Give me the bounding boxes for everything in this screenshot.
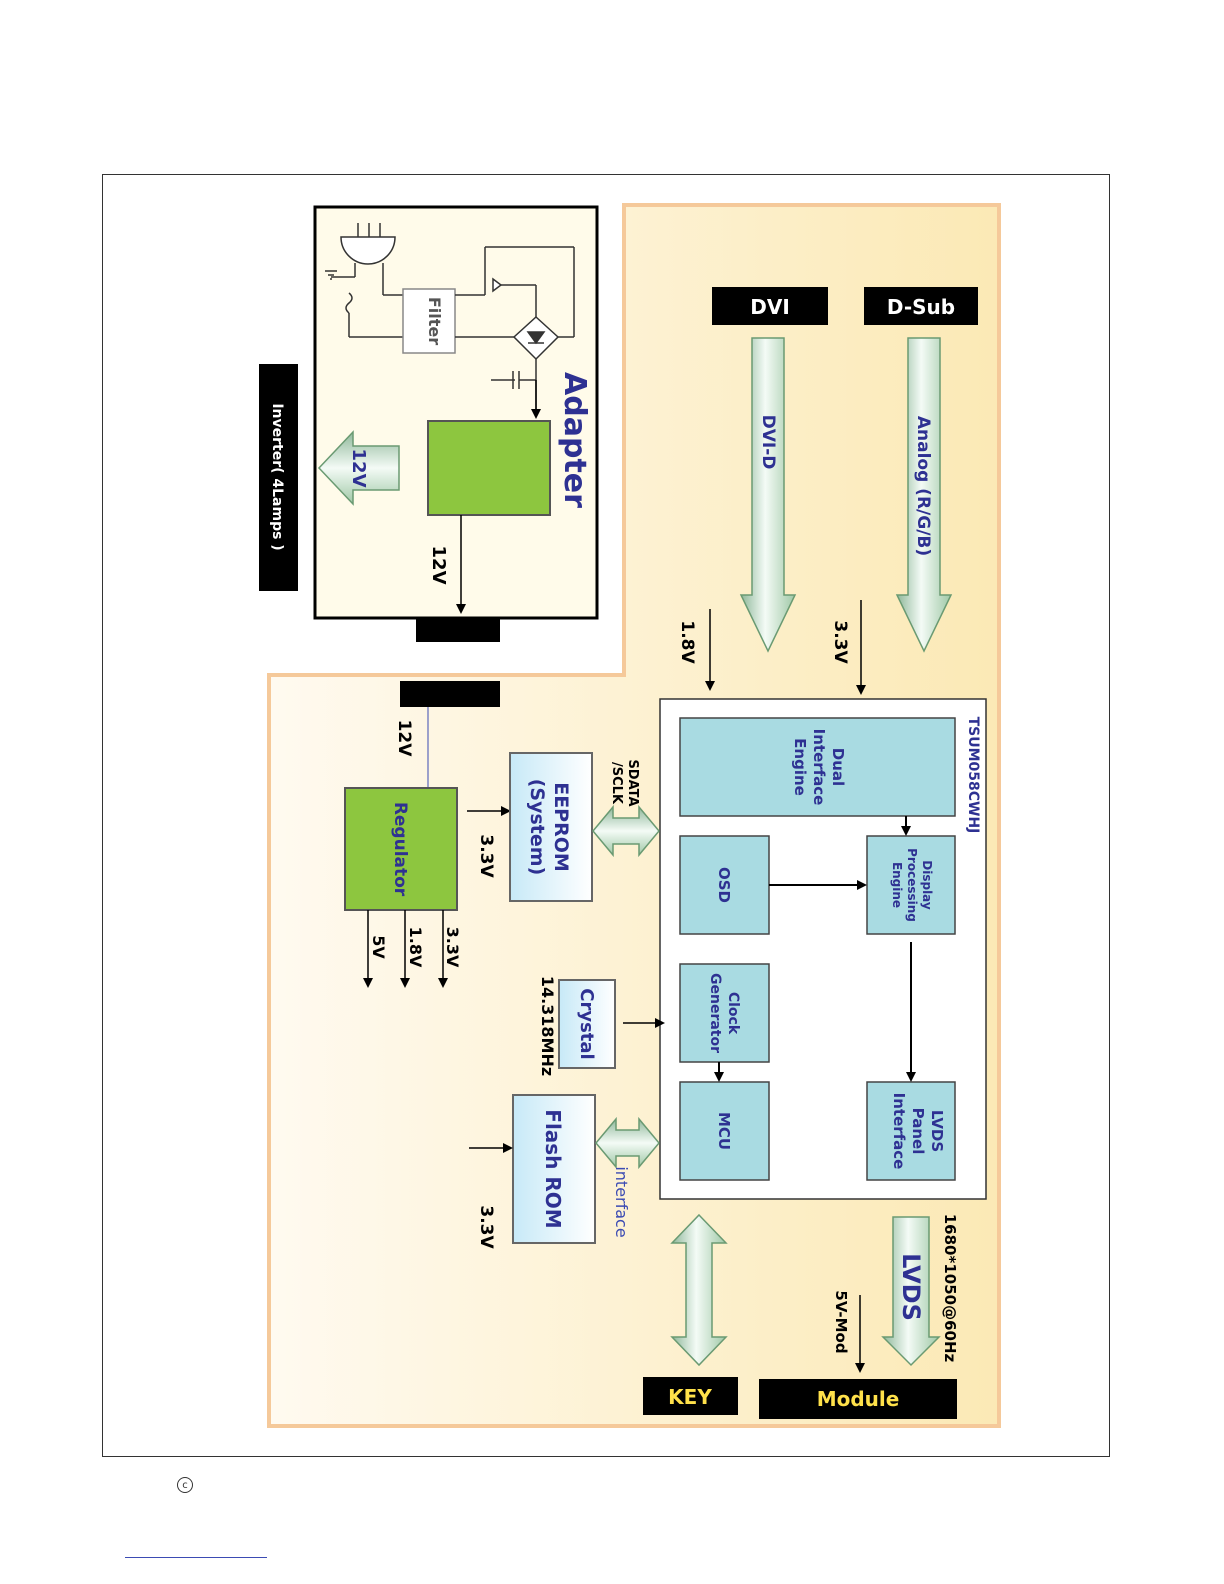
crystal-block: [558, 979, 616, 1069]
filter-label: Filter: [425, 297, 444, 345]
lvds-line-3: Interface: [890, 1093, 908, 1170]
module-box: [759, 1379, 957, 1419]
v18-top-label: 1.8V: [677, 620, 697, 664]
key-label: KEY: [668, 1385, 712, 1409]
inverter-12v-arrow: [317, 430, 400, 506]
key-box: [643, 1377, 738, 1415]
lvds-line-1: LVDS: [928, 1110, 946, 1152]
osd-label: OSD: [715, 867, 733, 903]
clock-generator: [679, 963, 770, 1063]
crystal-freq-label: 14.318MHz: [538, 976, 557, 1076]
inverter-12v-label: 12V: [348, 449, 369, 488]
copyright-icon: c: [177, 1477, 193, 1493]
v5mod-label: 5V-Mod: [832, 1290, 850, 1353]
dvi-d-arrow: [739, 337, 797, 653]
chip-label: TSUM058CWHJ: [965, 717, 981, 834]
lvds-output-arrow: [881, 1216, 941, 1367]
block-diagram: Filter Adapter 12V 12V Inverter( 4Lamps …: [259, 203, 1001, 1428]
dpe-line-1: Display: [920, 860, 934, 910]
dsub-box: [864, 287, 978, 325]
adapter-green-block: [427, 420, 551, 516]
out-5-label: 5V: [369, 935, 388, 959]
dual-line-1: Dual: [829, 748, 847, 786]
module-label: Module: [817, 1387, 900, 1411]
v33-top-label: 3.3V: [830, 620, 850, 664]
flash-interface-label: interface: [612, 1166, 631, 1237]
mcu-block: [679, 1081, 770, 1181]
flash-rom-label: Flash ROM: [541, 1109, 565, 1228]
regulator-label: Regulator: [390, 802, 410, 897]
inverter-box: [259, 364, 298, 591]
dsub-label: D-Sub: [887, 295, 955, 319]
key-arrow: [670, 1213, 728, 1367]
adapter-12v-label: 12V: [428, 546, 449, 585]
lvds-line-2: Panel: [909, 1108, 927, 1155]
sdata-line-2: /SCLK: [609, 762, 624, 805]
dual-line-2: Interface: [810, 729, 828, 806]
out-33-label: 3.3V: [443, 927, 462, 968]
inverter-label: Inverter( 4Lamps ): [269, 403, 285, 550]
dvi-box: [712, 287, 828, 325]
flash-rom-block: [512, 1094, 596, 1244]
dpe-line-3: Engine: [890, 862, 904, 908]
eeprom-block: [509, 752, 593, 902]
dvi-d-label: DVI-D: [758, 415, 778, 470]
crystal-label: Crystal: [576, 988, 597, 1059]
adapter-output-connector: [416, 618, 500, 642]
adapter-title: Adapter: [557, 372, 592, 508]
eeprom-3v3-label: 3.3V: [476, 834, 496, 878]
eeprom-line-1: EEPROM: [550, 782, 572, 872]
osd-block: [679, 835, 770, 935]
dual-interface-engine: [679, 717, 956, 817]
eeprom-line-2: (System): [526, 779, 548, 876]
clock-line-1: Clock: [725, 992, 741, 1035]
eeprom-bus-arrow: [592, 804, 660, 858]
lvds-big-label: LVDS: [897, 1253, 925, 1321]
regulator-input-connector: [400, 681, 500, 707]
regulator-12v-label: 12V: [394, 720, 414, 758]
footer-link-underline: [125, 1557, 267, 1558]
out-18-label: 1.8V: [406, 927, 425, 968]
lvds-panel-interface: [866, 1081, 956, 1181]
dual-line-3: Engine: [791, 738, 809, 796]
display-processing-engine: [866, 835, 956, 935]
regulator-block: [344, 787, 458, 911]
mcu-label: MCU: [715, 1112, 733, 1150]
dvi-label: DVI: [750, 295, 790, 319]
resolution-label: 1680*1050@60Hz: [941, 1214, 959, 1363]
diagram-frame: Filter Adapter 12V 12V Inverter( 4Lamps …: [102, 174, 1110, 1457]
dpe-line-2: Processing: [905, 848, 919, 922]
flash-bus-arrow: [595, 1116, 660, 1170]
analog-arrow: [895, 337, 953, 653]
flash-3v3-label: 3.3V: [476, 1205, 496, 1249]
clock-line-2: Generator: [707, 973, 723, 1053]
sdata-line-1: SDATA: [625, 759, 640, 806]
analog-label: Analog (R/G/B): [913, 416, 933, 556]
adapter-box: [313, 205, 599, 620]
